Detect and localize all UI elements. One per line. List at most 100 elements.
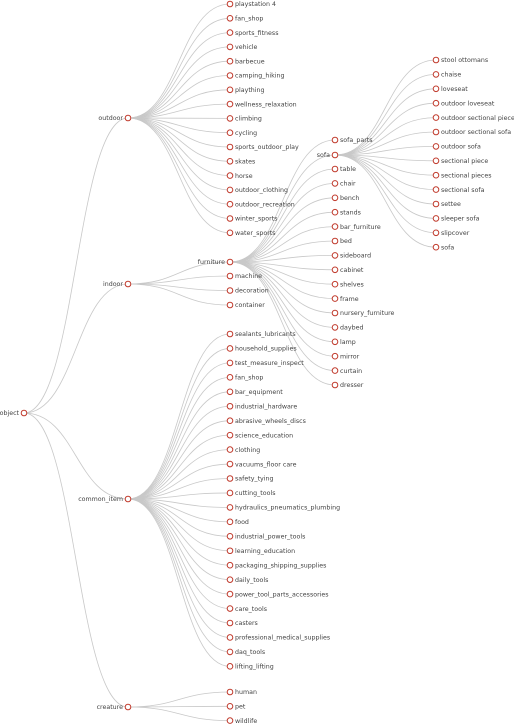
node-leaf[interactable]: bed	[331, 237, 352, 245]
node-label: container	[235, 302, 265, 309]
node-leaf[interactable]: barbecue	[226, 57, 265, 65]
node-leaf[interactable]: sofa	[432, 243, 454, 251]
node-leaf[interactable]: clothing	[226, 446, 260, 454]
node-leaf[interactable]: daq_tools	[226, 648, 265, 656]
node-leaf[interactable]: winter_sports	[226, 215, 277, 223]
node-leaf[interactable]: outdoor loveseat	[432, 99, 495, 107]
node-leaf[interactable]: nursery_furniture	[331, 309, 395, 317]
node-leaf[interactable]: lifting_lifting	[226, 663, 274, 671]
node-leaf[interactable]: industrial_hardware	[226, 402, 297, 410]
node-leaf[interactable]: sports_fitness	[226, 29, 278, 37]
node-leaf[interactable]: camping_hiking	[226, 72, 284, 80]
node-leaf[interactable]: bench	[331, 194, 359, 202]
node-leaf[interactable]: stool ottomans	[432, 56, 488, 64]
node-leaf[interactable]: dresser	[331, 381, 364, 389]
node-leaf[interactable]: casters	[226, 619, 258, 627]
node-leaf[interactable]: safety_tying	[226, 475, 274, 483]
node-marker	[432, 171, 440, 179]
node-leaf[interactable]: loveseat	[432, 85, 468, 93]
tree-link	[127, 261, 231, 285]
node-leaf[interactable]: science_education	[226, 431, 293, 439]
tree-link	[127, 17, 231, 119]
node-sofa[interactable]: sofa	[317, 151, 339, 159]
tree-link	[23, 283, 129, 414]
node-leaf[interactable]: playstation 4	[226, 0, 276, 8]
node-leaf[interactable]: hydraulics_pneumatics_plumbing	[226, 504, 340, 512]
node-leaf[interactable]: sectional sofa	[432, 186, 485, 194]
tree-link	[23, 412, 129, 708]
node-leaf[interactable]: industrial_power_tools	[226, 533, 305, 541]
node-leaf[interactable]: curtain	[331, 367, 362, 375]
node-leaf[interactable]: settee	[432, 200, 461, 208]
node-leaf[interactable]: pet	[226, 703, 246, 711]
node-leaf[interactable]: fan_shop	[226, 14, 263, 23]
node-leaf[interactable]: sectional pieces	[432, 171, 492, 179]
node-leaf[interactable]: vacuums_floor care	[226, 460, 297, 468]
node-leaf[interactable]: wildlife	[226, 717, 257, 725]
node-leaf[interactable]: sleeper sofa	[432, 215, 480, 223]
node-leaf[interactable]: climbing	[226, 115, 262, 123]
node-leaf[interactable]: shelves	[331, 280, 364, 288]
node-leaf[interactable]: frame	[331, 295, 359, 303]
node-leaf[interactable]: power_tool_parts_accessories	[226, 590, 329, 598]
node-leaf[interactable]: slipcover	[432, 229, 470, 237]
node-leaf[interactable]: bar_furniture	[331, 223, 381, 231]
node-leaf[interactable]: food	[226, 518, 249, 526]
node-leaf[interactable]: stands	[331, 208, 361, 216]
node-leaf[interactable]: test_measure_inspect	[226, 359, 304, 367]
node-leaf[interactable]: sideboard	[331, 252, 371, 260]
node-leaf[interactable]: bar_equipment	[226, 388, 283, 396]
node-leaf[interactable]: abrasive_wheels_discs	[226, 417, 306, 425]
node-leaf[interactable]: horse	[226, 172, 253, 180]
node-common-item[interactable]: common_item	[78, 495, 132, 503]
node-furniture[interactable]: furniture	[198, 258, 234, 266]
node-outdoor[interactable]: outdoor	[98, 114, 132, 122]
node-leaf[interactable]: vehicle	[226, 43, 258, 51]
node-leaf[interactable]: table	[331, 165, 356, 173]
node-leaf[interactable]: sectional piece	[432, 157, 488, 165]
node-leaf[interactable]: packaging_shipping_supplies	[226, 561, 326, 569]
node-indoor[interactable]: indoor	[103, 280, 132, 288]
node-leaf[interactable]: professional_medical_supplies	[226, 634, 330, 642]
node-leaf[interactable]: chaise	[432, 71, 461, 79]
node-leaf[interactable]: outdoor_recreation	[226, 200, 295, 208]
node-leaf[interactable]: human	[226, 688, 257, 696]
node-leaf[interactable]: household_supplies	[226, 345, 297, 353]
node-leaf[interactable]: outdoor sectional piece	[432, 114, 514, 122]
node-leaf[interactable]: container	[226, 301, 265, 309]
node-leaf[interactable]: plaything	[226, 86, 265, 94]
node-leaf[interactable]: lamp	[331, 338, 356, 346]
node-leaf[interactable]: outdoor sectional sofa	[432, 128, 511, 136]
node-leaf[interactable]: machine	[226, 272, 262, 280]
node-root[interactable]: object	[0, 409, 28, 417]
node-leaf[interactable]: decoration	[226, 287, 269, 295]
node-leaf[interactable]: chair	[331, 180, 356, 188]
tree-link	[127, 117, 231, 205]
node-leaf[interactable]: cycling	[226, 129, 257, 137]
node-leaf[interactable]: sofa_parts	[331, 136, 373, 144]
node-leaf[interactable]: sports_outdoor_play	[226, 143, 299, 151]
node-marker	[226, 648, 234, 656]
node-leaf[interactable]: cabinet	[331, 266, 364, 274]
node-leaf[interactable]: outdoor sofa	[432, 143, 481, 151]
node-leaf[interactable]: fan_shop	[226, 374, 263, 382]
node-creature[interactable]: creature	[97, 703, 132, 711]
node-leaf[interactable]: water_sports	[226, 229, 276, 237]
node-leaf[interactable]: cutting_tools	[226, 489, 275, 497]
node-leaf[interactable]: wellness_relaxation	[226, 100, 297, 108]
tree-link	[229, 261, 336, 285]
node-label: outdoor sofa	[441, 144, 481, 151]
node-leaf[interactable]: daily_tools	[226, 576, 268, 584]
node-label: vehicle	[235, 44, 258, 51]
node-marker	[226, 100, 234, 108]
node-leaf[interactable]: mirror	[331, 352, 360, 360]
node-leaf[interactable]: sealants_lubricants	[226, 330, 296, 338]
node-leaf[interactable]: skates	[226, 158, 255, 166]
node-leaf[interactable]: daybed	[331, 324, 363, 332]
node-marker	[226, 115, 234, 122]
node-leaf[interactable]: learning_education	[226, 547, 295, 555]
node-leaf[interactable]: care_tools	[226, 605, 267, 613]
node-marker	[331, 165, 339, 173]
node-marker	[331, 309, 339, 317]
node-leaf[interactable]: outdoor_clothing	[226, 186, 288, 194]
